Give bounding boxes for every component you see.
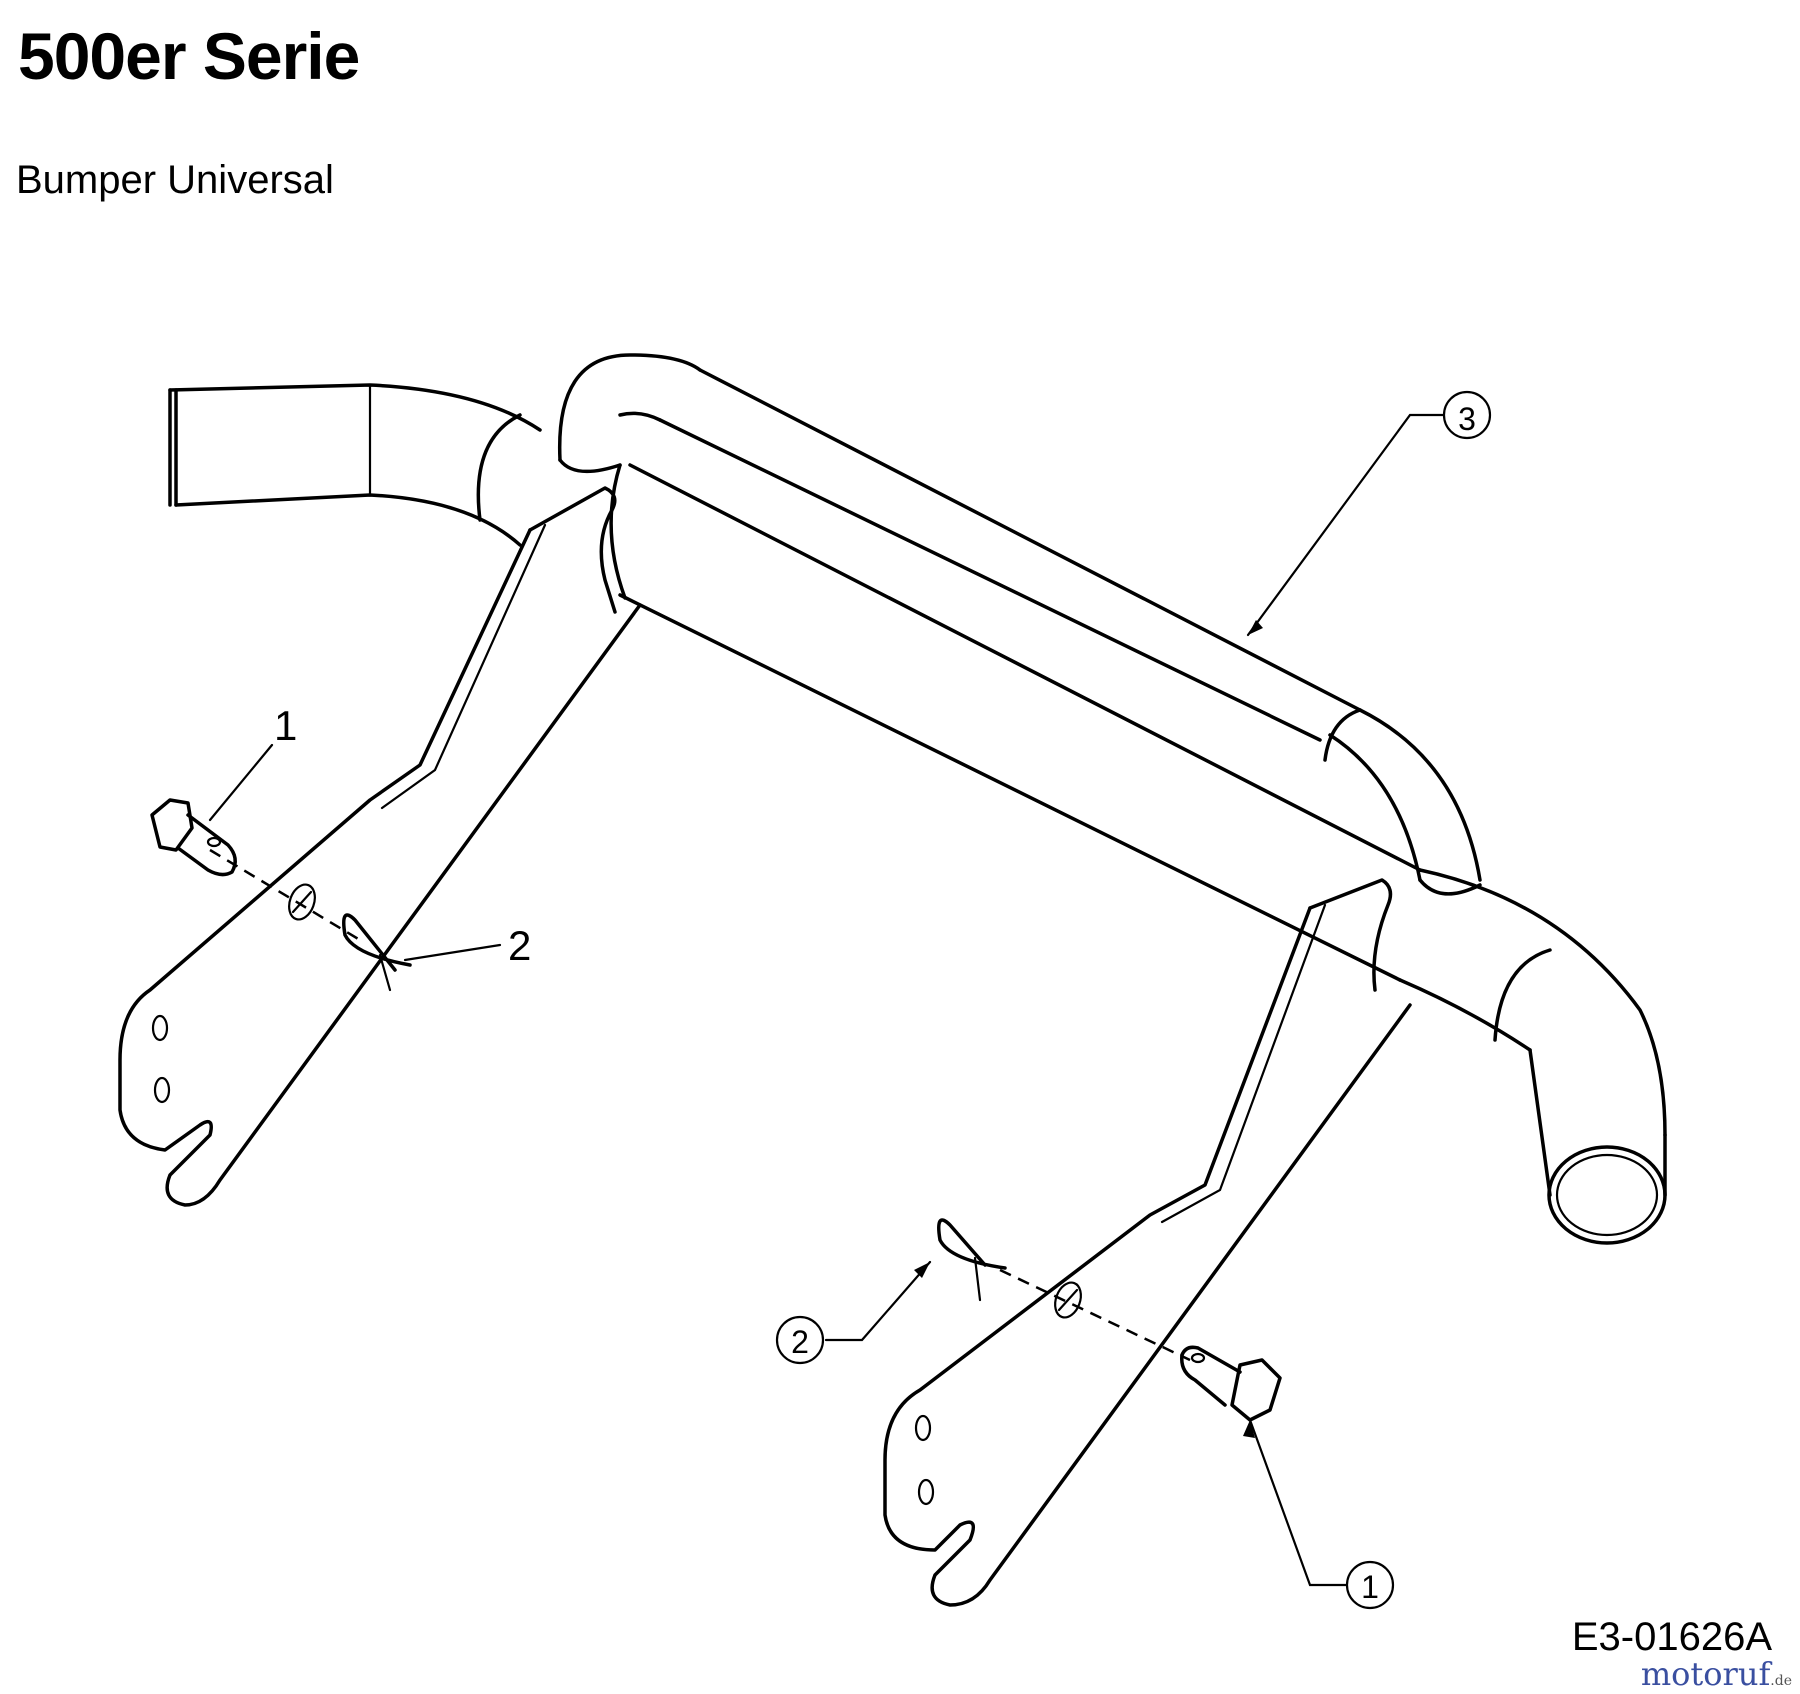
arrowhead-3: [1248, 620, 1263, 635]
leader-1-right: [1248, 1418, 1348, 1587]
callout-3: 3: [1458, 401, 1476, 437]
page-title: 500er Serie: [18, 19, 360, 93]
hairpin-clip-left: [342, 913, 412, 992]
bolt-left: [150, 798, 237, 877]
callout-1-right-circle: [1345, 1560, 1395, 1610]
drawing-code: E3-01626A: [1571, 1615, 1772, 1659]
bumper-upper-rail: [557, 353, 1482, 896]
callout-2-left: 2: [508, 922, 531, 969]
callout-2-right-circle: [775, 1315, 825, 1365]
leader-2-left: [403, 943, 502, 962]
arrowhead-2-right: [914, 1262, 930, 1278]
assembly-line-left: [209, 848, 361, 942]
bracket-left: [118, 486, 642, 1207]
bumper-tube-right-end: [1398, 868, 1667, 1245]
hairpin-clip-right: [937, 1218, 1007, 1302]
arrowhead-1-right: [1243, 1420, 1255, 1438]
leader-1-left: [208, 743, 274, 822]
watermark-suffix: .de: [1770, 1673, 1792, 1689]
bumper-lower-rail: [609, 463, 1422, 982]
callout-2-right: 2: [791, 1324, 809, 1360]
watermark-logo: motoruf.de: [1641, 1655, 1792, 1693]
watermark-text: motoruf: [1640, 1655, 1771, 1693]
bolt-right: [1180, 1345, 1282, 1422]
callout-1-left: 1: [274, 702, 297, 749]
bumper-tube-left-end: [168, 383, 542, 547]
assembly-line-right: [999, 1268, 1191, 1362]
page-subtitle: Bumper Universal: [16, 158, 334, 202]
callout-3-circle: [1442, 390, 1492, 440]
leader-2-right: [824, 1260, 932, 1342]
callout-1-right: 1: [1361, 1569, 1379, 1605]
bracket-right: [883, 878, 1412, 1607]
leader-3: [1246, 413, 1445, 637]
